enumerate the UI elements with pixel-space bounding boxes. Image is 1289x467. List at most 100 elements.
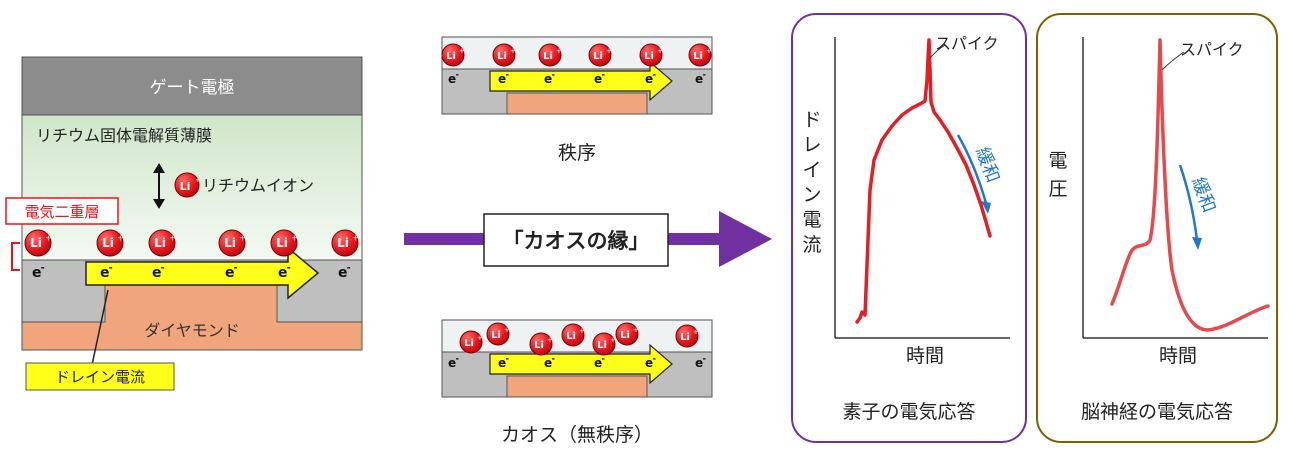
- svg-text:+: +: [477, 334, 483, 342]
- svg-text:Li: Li: [543, 51, 553, 62]
- element-trace: [855, 38, 992, 324]
- ion-legend: Li + リチウムイオン: [153, 163, 314, 209]
- svg-text:Li: Li: [680, 332, 690, 343]
- svg-text:e: e: [544, 356, 552, 370]
- svg-text:e: e: [338, 265, 348, 281]
- device-cross-section: ゲート電極 リチウム固体電解質薄膜 Li + リチウムイオン ダイヤモンド Li…: [5, 56, 363, 391]
- svg-text:Li: Li: [30, 236, 42, 250]
- svg-text:+: +: [693, 328, 699, 336]
- svg-text:+: +: [706, 47, 712, 55]
- edge-of-chaos-label: 「カオスの縁」: [503, 229, 650, 253]
- electron-label: e-: [152, 263, 165, 281]
- electron-label: e-: [695, 70, 706, 86]
- svg-text:e: e: [225, 265, 235, 281]
- svg-text:e: e: [152, 265, 162, 281]
- svg-text:+: +: [239, 233, 246, 242]
- svg-text:+: +: [547, 336, 553, 344]
- li-ion-icon: Li+: [331, 229, 359, 257]
- svg-text:ドレイン電流: ドレイン電流: [802, 109, 821, 256]
- svg-text:+: +: [610, 336, 616, 344]
- svg-text:-: -: [41, 263, 45, 274]
- brain-spike-label: スパイク: [1180, 40, 1244, 59]
- svg-text:+: +: [657, 47, 663, 55]
- svg-text:Li: Li: [464, 338, 474, 349]
- electron-label: e-: [544, 70, 555, 86]
- svg-text:e: e: [448, 72, 456, 86]
- gate-electrode: [21, 56, 363, 116]
- svg-text:+: +: [633, 326, 639, 334]
- li-ion-icon: Li+: [675, 324, 699, 348]
- double-layer-label: 電気二重層: [24, 203, 99, 221]
- svg-text:-: -: [551, 70, 555, 80]
- svg-text:e: e: [645, 72, 653, 86]
- svg-text:e: e: [544, 72, 552, 86]
- li-ion-icon: Li+: [561, 323, 585, 347]
- electron-label: e-: [695, 354, 706, 370]
- svg-text:Li: Li: [224, 236, 236, 250]
- svg-text:-: -: [234, 263, 238, 274]
- element-x-label: 時間: [906, 345, 944, 367]
- brain-y-label: 電圧: [1048, 150, 1067, 200]
- svg-text:Li: Li: [597, 340, 607, 351]
- double-layer-box: [5, 197, 119, 225]
- li-ion-icon: Li+: [459, 330, 483, 354]
- electron-label: e-: [338, 263, 351, 281]
- svg-text:e: e: [594, 356, 602, 370]
- svg-text:Li: Li: [566, 331, 576, 342]
- li-ion-icon: Li+: [492, 43, 516, 67]
- electron-label: e-: [448, 354, 459, 370]
- svg-text:e: e: [32, 265, 42, 281]
- svg-text:Li: Li: [276, 236, 288, 250]
- svg-text:+: +: [291, 233, 298, 242]
- brain-relax-arrow: [1178, 164, 1199, 241]
- svg-text:-: -: [347, 263, 351, 274]
- svg-text:Li: Li: [644, 51, 654, 62]
- svg-text:Li: Li: [154, 236, 166, 250]
- chaos-label: カオス（無秩序）: [501, 424, 653, 446]
- ion-legend-label: リチウムイオン: [202, 176, 314, 195]
- svg-text:Li: Li: [446, 51, 456, 62]
- li-ion-icon: Li+: [218, 229, 246, 257]
- svg-text:+: +: [169, 233, 176, 242]
- li-ion-icon: Li+: [96, 229, 124, 257]
- li-ion-icon: Li+: [441, 43, 465, 67]
- li-ion-icon: Li+: [688, 43, 712, 67]
- order-label: 秩序: [558, 142, 596, 164]
- li-ion-icon: Li+: [592, 332, 616, 356]
- electron-label: e-: [645, 354, 656, 370]
- svg-text:+: +: [459, 47, 465, 55]
- chaos-panel: Li+Li+Li+Li+Li+Li+Li+ e-e-e-e-e-e-: [441, 319, 713, 398]
- electron-label: e-: [594, 354, 605, 370]
- element-spike-leader: [929, 44, 946, 59]
- svg-text:-: -: [287, 263, 291, 274]
- svg-text:Li: Li: [337, 236, 349, 250]
- electron-label: e-: [498, 354, 509, 370]
- drain-current-label: ドレイン電流: [55, 368, 145, 386]
- svg-text:Li: Li: [593, 51, 603, 62]
- drain-label-box: [25, 362, 175, 391]
- svg-text:Li: Li: [102, 236, 114, 250]
- element-spike-label: スパイク: [935, 34, 999, 53]
- svg-text:+: +: [556, 47, 562, 55]
- li-ion-icon: Li+: [639, 43, 663, 67]
- electron-label: e-: [498, 70, 509, 86]
- svg-text:e: e: [100, 265, 110, 281]
- svg-text:Li: Li: [180, 180, 191, 193]
- svg-text:-: -: [601, 70, 605, 80]
- li-ion-icon: Li+: [148, 229, 176, 257]
- svg-text:-: -: [161, 263, 165, 274]
- brain-x-label: 時間: [1159, 345, 1197, 367]
- svg-text:e: e: [448, 356, 456, 370]
- svg-text:Li: Li: [534, 340, 544, 351]
- electron-label: e-: [278, 263, 291, 281]
- svg-text:e: e: [278, 265, 288, 281]
- svg-text:Li: Li: [620, 330, 630, 341]
- li-ion-icon: [174, 172, 200, 198]
- svg-text:+: +: [510, 47, 516, 55]
- double-layer-bracket: [11, 242, 20, 271]
- drain-label-leader: [91, 289, 109, 366]
- svg-text:Li: Li: [497, 51, 507, 62]
- brain-response-panel: 電圧 時間 脳神経の電気応答 スパイク 緩和: [1036, 13, 1278, 443]
- electron-label: e-: [645, 70, 656, 86]
- li-ion-icon: Li+: [588, 43, 612, 67]
